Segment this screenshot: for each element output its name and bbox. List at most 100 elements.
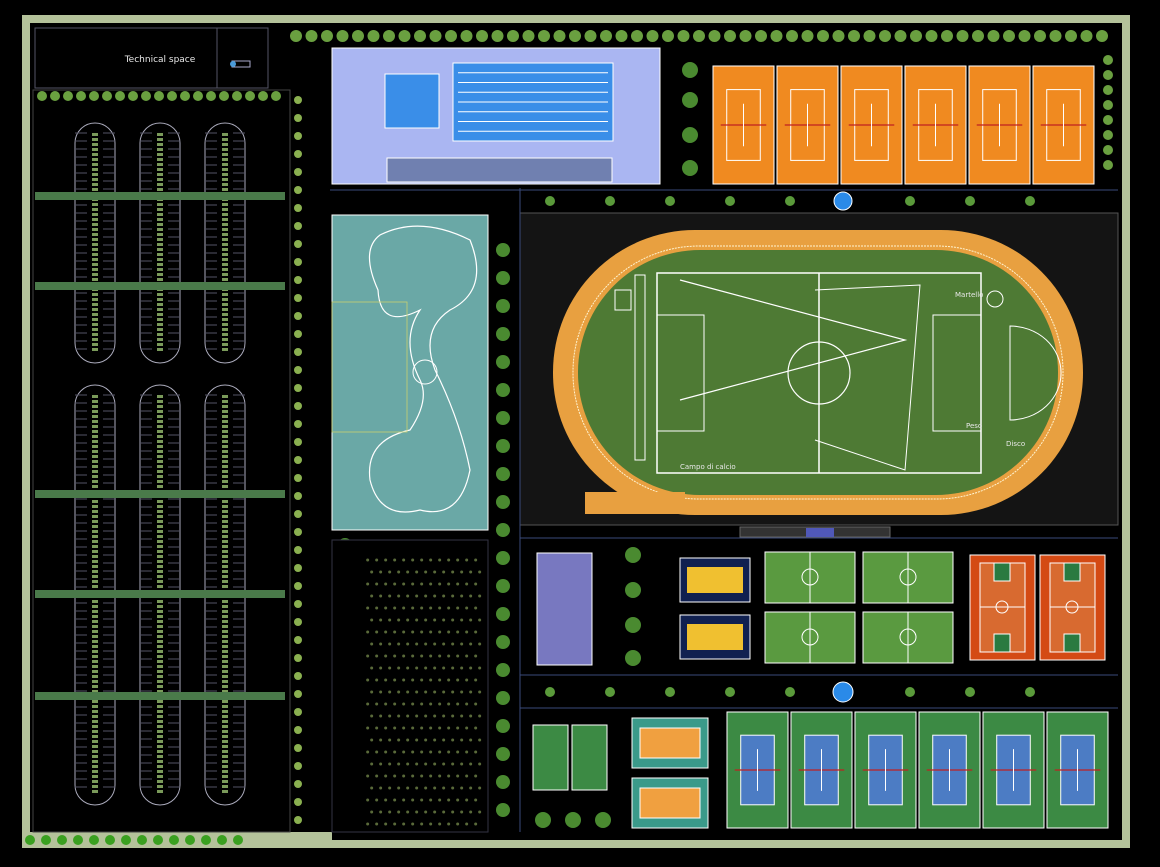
tree-icon [662, 30, 674, 42]
orchard-plant [402, 750, 406, 754]
orchard-plant [397, 762, 401, 766]
orchard-plant [370, 618, 374, 622]
orchard-plant [451, 738, 455, 742]
orchard-plant [393, 654, 397, 658]
orchard-plant [424, 738, 428, 742]
orchard-plant [460, 690, 464, 694]
tree-icon [294, 726, 302, 734]
orchard-plant [447, 630, 451, 634]
tree-icon [294, 816, 302, 824]
orchard-plant [447, 558, 451, 562]
tree-icon [600, 30, 612, 42]
tree-icon [294, 384, 302, 392]
orchard-plant [402, 726, 406, 730]
bleachers [386, 157, 613, 183]
orchard-plant [379, 786, 383, 790]
orchard-plant [375, 654, 379, 658]
orchard-plant [456, 606, 460, 610]
orchard-plant [384, 702, 388, 706]
orchard-plant [370, 786, 374, 790]
orchard-plant [393, 798, 397, 802]
orchard-plant [420, 726, 424, 730]
orchard-plant [456, 654, 460, 658]
tree-icon [73, 835, 83, 845]
tree-icon [429, 30, 442, 42]
clay-tennis-court [904, 65, 967, 185]
tree-icon [294, 600, 302, 608]
orchard-plant [370, 666, 374, 670]
beach-volleyball-court [536, 552, 593, 666]
orchard-plant [465, 606, 469, 610]
orchard-plant [447, 582, 451, 586]
orchard-plant [375, 678, 379, 682]
orchard-plant [393, 582, 397, 586]
orchard-plant [415, 762, 419, 766]
orchard-plant [438, 726, 442, 730]
tree-icon [545, 196, 555, 206]
orchard-plant [478, 786, 482, 790]
tree-icon [786, 30, 798, 42]
tree-icon [245, 91, 255, 101]
orchard-plant [451, 594, 455, 598]
tree-icon [271, 91, 281, 101]
parking-green-strip [35, 692, 285, 700]
orchard-plant [406, 642, 410, 646]
orchard-plant [447, 654, 451, 658]
parking-row [74, 122, 116, 364]
orchard-plant [370, 738, 374, 742]
orchard-plant [379, 690, 383, 694]
orchard-plant [415, 594, 419, 598]
tree-icon [169, 835, 179, 845]
tree-icon [832, 30, 845, 42]
orchard-plant [366, 798, 370, 802]
tree-icon [1103, 70, 1113, 80]
tree-icon [414, 30, 426, 42]
orchard-plant [375, 702, 379, 706]
orchard-plant [424, 618, 428, 622]
tree-icon [894, 30, 907, 42]
orchard-plant [393, 702, 397, 706]
athletics-stadium: Martello Campo di calcio Peso Disco [519, 212, 1119, 538]
orchard-plant [375, 726, 379, 730]
orchard-plant [379, 666, 383, 670]
orchard-plant [420, 678, 424, 682]
orchard-plant [379, 570, 383, 574]
orchard-plant [478, 666, 482, 670]
tree-icon [625, 650, 641, 666]
tree-icon [965, 196, 975, 206]
tree-icon [1103, 100, 1113, 110]
tree-icon [1018, 30, 1031, 42]
orchard-plant [478, 690, 482, 694]
orchard-plant [375, 606, 379, 610]
technical-space-label: Technical space [124, 55, 196, 65]
orchard-plant [469, 810, 473, 814]
orchard-plant [456, 630, 460, 634]
orchard-plant [433, 618, 437, 622]
site-boundary [22, 15, 1130, 848]
orchard-plant [420, 750, 424, 754]
tree-icon [848, 30, 860, 42]
tree-icon [294, 582, 302, 590]
hammer-label: Martello [955, 291, 983, 299]
tree-icon [25, 835, 35, 845]
orchard-plant [465, 558, 469, 562]
orchard-plant [406, 570, 410, 574]
basketball-courts [969, 554, 1106, 661]
orchard-plant [451, 714, 455, 718]
discus-label: Disco [1006, 440, 1025, 448]
clay-tennis-court [968, 65, 1031, 185]
tree-icon [137, 835, 147, 845]
tree-icon [193, 91, 203, 101]
orchard-plant [438, 678, 442, 682]
tree-icon [185, 835, 195, 845]
orchard-plant [411, 630, 415, 634]
tree-icon [294, 96, 302, 104]
tree-icon [682, 127, 698, 143]
tree-icon [294, 366, 302, 374]
orchard-plant [393, 606, 397, 610]
tree-icon [206, 91, 216, 101]
orchard-plant [424, 570, 428, 574]
orchard-plant [438, 654, 442, 658]
orchard-plant [460, 594, 464, 598]
orchard-plant [388, 642, 392, 646]
